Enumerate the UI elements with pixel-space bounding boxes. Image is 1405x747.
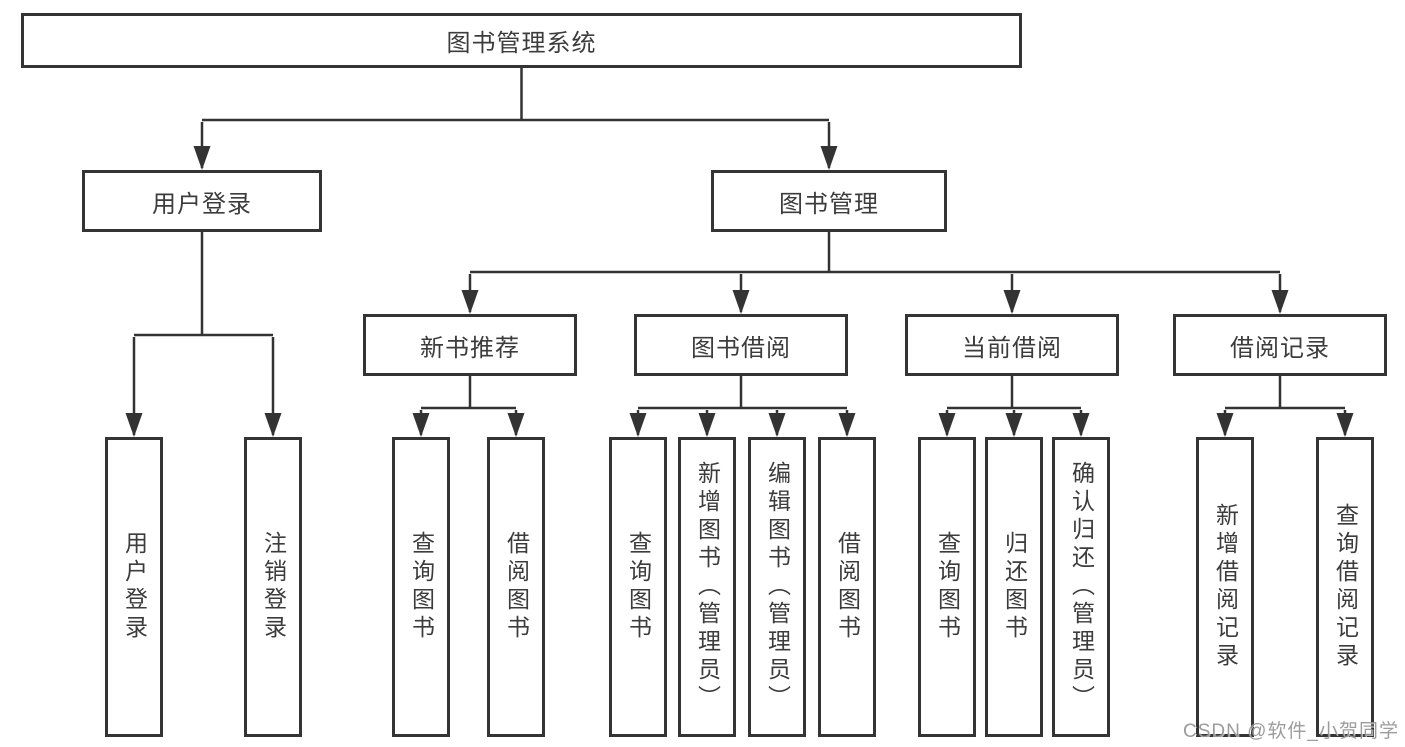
node-new-book-recommend: 新书推荐	[363, 314, 577, 376]
leaf-query-books-current-label: 查询图书	[934, 531, 961, 643]
leaf-return-books-label: 归还图书	[1001, 531, 1028, 643]
node-borrowing-records: 借阅记录	[1173, 314, 1387, 376]
leaf-borrow-books-borrowing-label: 借阅图书	[834, 531, 861, 643]
node-book-borrowing-label: 图书借阅	[691, 334, 791, 362]
node-current-borrowing: 当前借阅	[905, 314, 1119, 376]
leaf-query-books-current: 查询图书	[918, 437, 976, 737]
node-book-management-label: 图书管理	[779, 190, 879, 218]
leaf-query-books-borrowing: 查询图书	[609, 437, 667, 737]
leaf-confirm-return-admin-label: 确认归还（管理员）	[1068, 461, 1095, 713]
leaf-edit-book-admin-label: 编辑图书（管理员）	[764, 461, 791, 713]
node-user-login: 用户登录	[82, 170, 322, 232]
leaf-query-borrow-record: 查询借阅记录	[1316, 437, 1374, 737]
leaf-user-login-label: 用户登录	[121, 531, 148, 643]
leaf-borrow-books-recommend: 借阅图书	[487, 437, 545, 737]
leaf-logout-label: 注销登录	[260, 531, 287, 643]
watermark-text: CSDN @软件_小贺同学	[1183, 721, 1399, 742]
leaf-logout: 注销登录	[244, 437, 302, 737]
leaf-borrow-books-recommend-label: 借阅图书	[503, 531, 530, 643]
leaf-borrow-books-borrowing: 借阅图书	[818, 437, 876, 737]
node-current-borrowing-label: 当前借阅	[962, 334, 1062, 362]
leaf-return-books: 归还图书	[985, 437, 1043, 737]
node-user-login-label: 用户登录	[152, 190, 252, 218]
leaf-user-login: 用户登录	[105, 437, 163, 737]
node-book-management: 图书管理	[711, 170, 947, 232]
leaf-add-borrow-record: 新增借阅记录	[1196, 437, 1254, 737]
leaf-confirm-return-admin: 确认归还（管理员）	[1052, 437, 1110, 737]
leaf-query-books-borrowing-label: 查询图书	[625, 531, 652, 643]
leaf-query-books-recommend: 查询图书	[392, 437, 450, 737]
leaf-query-borrow-record-label: 查询借阅记录	[1332, 503, 1359, 671]
leaf-add-borrow-record-label: 新增借阅记录	[1212, 503, 1239, 671]
node-borrowing-records-label: 借阅记录	[1230, 334, 1330, 362]
leaf-add-book-admin: 新增图书（管理员）	[678, 437, 736, 737]
leaf-query-books-recommend-label: 查询图书	[408, 531, 435, 643]
node-new-book-recommend-label: 新书推荐	[420, 334, 520, 362]
node-root-label: 图书管理系统	[446, 30, 597, 57]
leaf-edit-book-admin: 编辑图书（管理员）	[748, 437, 806, 737]
node-book-borrowing: 图书借阅	[634, 314, 848, 376]
node-root: 图书管理系统	[21, 13, 1022, 68]
leaf-add-book-admin-label: 新增图书（管理员）	[694, 461, 721, 713]
